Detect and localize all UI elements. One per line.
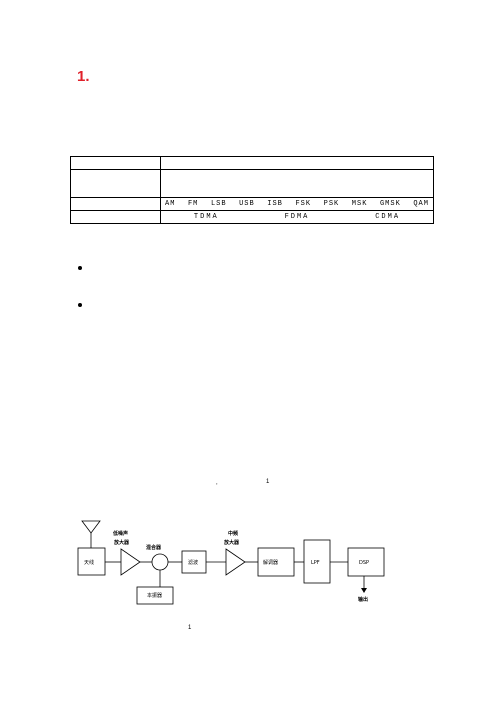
lna-amplifier-icon	[120, 548, 141, 576]
antenna-label: 天线	[84, 559, 94, 566]
demod-label: 解调器	[263, 559, 278, 566]
modulation-item: MSK	[351, 200, 368, 208]
dsp-block	[347, 547, 385, 577]
modulation-item: FM	[187, 200, 199, 208]
caption-number: 1	[266, 479, 270, 485]
if-amp-label: 放大器	[223, 539, 240, 546]
modulation-item: LSB	[210, 200, 227, 208]
local-oscillator-block	[136, 586, 174, 605]
lpf-block	[303, 539, 331, 584]
mixer-label: 混合器	[146, 544, 162, 551]
figure-caption-number: 1	[188, 625, 192, 631]
modulation-item: PSK	[323, 200, 340, 208]
modulation-list: AM FM LSB USB ISB FSK PSK MSK GMSK QAM	[161, 200, 433, 208]
dsp-label: DSP	[359, 560, 369, 566]
if-amplifier-icon	[225, 548, 246, 576]
if-amp-label: 中频	[228, 530, 238, 537]
caption-comma: ,	[216, 480, 218, 486]
bullet-point	[78, 303, 82, 307]
antenna-block	[77, 547, 106, 576]
section-number: 1.	[77, 68, 90, 85]
access-item: TDMA	[193, 213, 219, 221]
mixer-icon	[151, 553, 169, 571]
modulation-item: FSK	[295, 200, 312, 208]
output-arrow-icon	[361, 588, 367, 593]
filter-label: 滤波	[188, 559, 198, 566]
modulation-item: GMSK	[379, 200, 401, 208]
spec-table: AM FM LSB USB ISB FSK PSK MSK GMSK QAM T…	[70, 156, 434, 224]
modulation-item: QAM	[413, 200, 429, 208]
lna-label: 放大器	[113, 539, 130, 546]
access-item: FDMA	[284, 213, 310, 221]
lna-label: 低噪声	[112, 530, 128, 537]
access-list: TDMA FDMA CDMA	[161, 213, 433, 221]
demodulator-block	[257, 547, 295, 577]
modulation-item: USB	[239, 200, 255, 208]
output-label: 输出	[358, 596, 368, 603]
access-item: CDMA	[375, 213, 401, 221]
modulation-item: AM	[165, 200, 176, 208]
modulation-item: ISB	[267, 200, 283, 208]
local-osc-label: 本振器	[147, 592, 162, 599]
antenna-icon	[81, 520, 101, 534]
table-row-access: TDMA FDMA CDMA	[70, 210, 434, 224]
lpf-label: LPF	[311, 560, 320, 566]
bullet-point	[78, 266, 82, 270]
